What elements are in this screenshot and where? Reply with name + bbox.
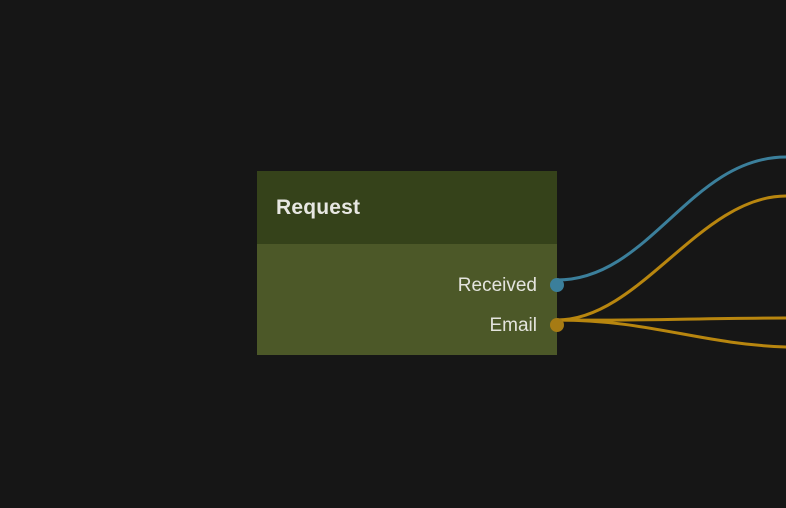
edge-email-edge-1[interactable] [555,194,786,322]
node-title: Request [276,196,361,219]
output-port-dot-email[interactable] [550,318,564,332]
edge-received-edge-1[interactable] [555,155,786,282]
output-port-label: Received [457,274,537,296]
node-body: Received Email [257,244,564,355]
edge-email-edge-2[interactable] [555,316,786,322]
node-header[interactable]: Request [257,171,557,244]
edge-email-edge-3[interactable] [555,318,786,349]
output-port-email[interactable]: Email [257,305,564,345]
output-port-received[interactable]: Received [257,265,564,305]
output-port-label: Email [489,314,537,336]
node-request[interactable]: Request Received Email [257,171,564,355]
output-port-dot-received[interactable] [550,278,564,292]
